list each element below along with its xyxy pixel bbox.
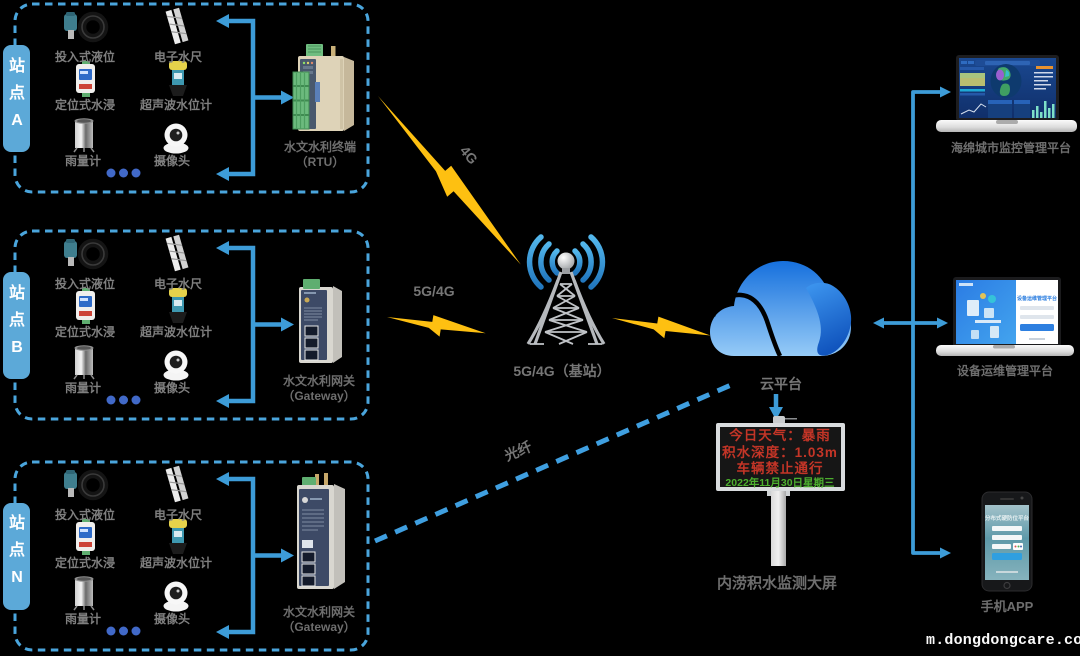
svg-text:N: N (11, 569, 23, 586)
svg-text:（RTU）: （RTU） (296, 154, 345, 169)
svg-text:水文水利终端: 水文水利终端 (284, 139, 356, 154)
svg-text:设备运维管理平台: 设备运维管理平台 (957, 363, 1053, 378)
svg-text:水文水利网关: 水文水利网关 (283, 373, 355, 388)
svg-text:车辆禁止通行: 车辆禁止通行 (737, 460, 824, 476)
svg-text:5G/4G: 5G/4G (413, 283, 454, 299)
svg-text:站: 站 (9, 56, 25, 75)
svg-text:云平台: 云平台 (760, 376, 802, 392)
svg-text:m.dongdongcare.com: m.dongdongcare.com (926, 632, 1080, 649)
svg-text:分布式硬防位平台: 分布式硬防位平台 (985, 514, 1030, 522)
svg-text:（Gateway）: （Gateway） (282, 388, 355, 403)
svg-text:设备运维管理平台: 设备运维管理平台 (1017, 295, 1057, 302)
svg-text:点: 点 (9, 540, 25, 559)
svg-text:B: B (11, 339, 23, 356)
svg-text:今日天气：暴雨: 今日天气：暴雨 (729, 427, 831, 443)
svg-text:点: 点 (9, 83, 25, 102)
svg-text:积水深度：1.03m: 积水深度：1.03m (722, 444, 838, 460)
svg-text:手机APP: 手机APP (981, 599, 1034, 614)
svg-text:点: 点 (9, 310, 25, 329)
svg-text:2022年11月30日星期三: 2022年11月30日星期三 (725, 476, 835, 489)
svg-text:内涝积水监测大屏: 内涝积水监测大屏 (717, 574, 837, 592)
svg-text:5G/4G（基站）: 5G/4G（基站） (513, 363, 610, 379)
svg-text:站: 站 (9, 513, 25, 532)
svg-text:海绵城市监控管理平台: 海绵城市监控管理平台 (951, 140, 1071, 155)
svg-text:水文水利网关: 水文水利网关 (283, 604, 355, 619)
svg-text:站: 站 (9, 283, 25, 302)
svg-text:A: A (11, 112, 23, 129)
svg-text:（Gateway）: （Gateway） (282, 619, 355, 634)
